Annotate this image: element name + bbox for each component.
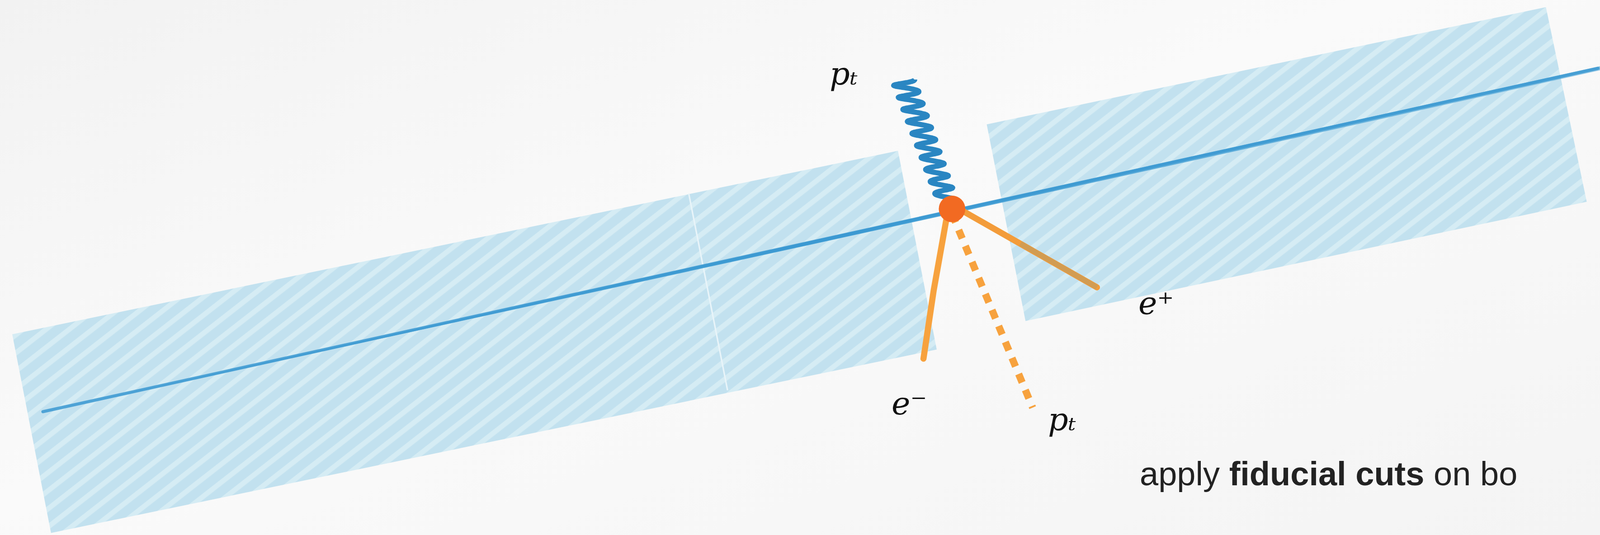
beam-line (42, 68, 1599, 412)
gluon-coil (893, 79, 958, 200)
electron-track (923, 216, 948, 359)
particle-label: pₜ (1047, 403, 1077, 436)
detector-panel (986, 7, 1587, 322)
particle-label: e⁻ (891, 387, 927, 420)
gluon-coil (893, 79, 958, 200)
note-text: apply (1139, 455, 1220, 493)
beam-line (38, 66, 1600, 414)
note-text: applyfiducial cutson bo (1139, 455, 1518, 493)
note-text: on bo (1433, 455, 1518, 493)
vertex (938, 195, 966, 223)
particle-label: e⁺ (1138, 287, 1174, 320)
positron-track-shade (1020, 243, 1097, 288)
particle-label: pₜ (829, 57, 858, 90)
detector-panel (12, 151, 937, 534)
panel-seam (688, 193, 728, 391)
emphasis-text: fiducial cuts (1229, 455, 1425, 493)
positron-track (959, 208, 1098, 288)
